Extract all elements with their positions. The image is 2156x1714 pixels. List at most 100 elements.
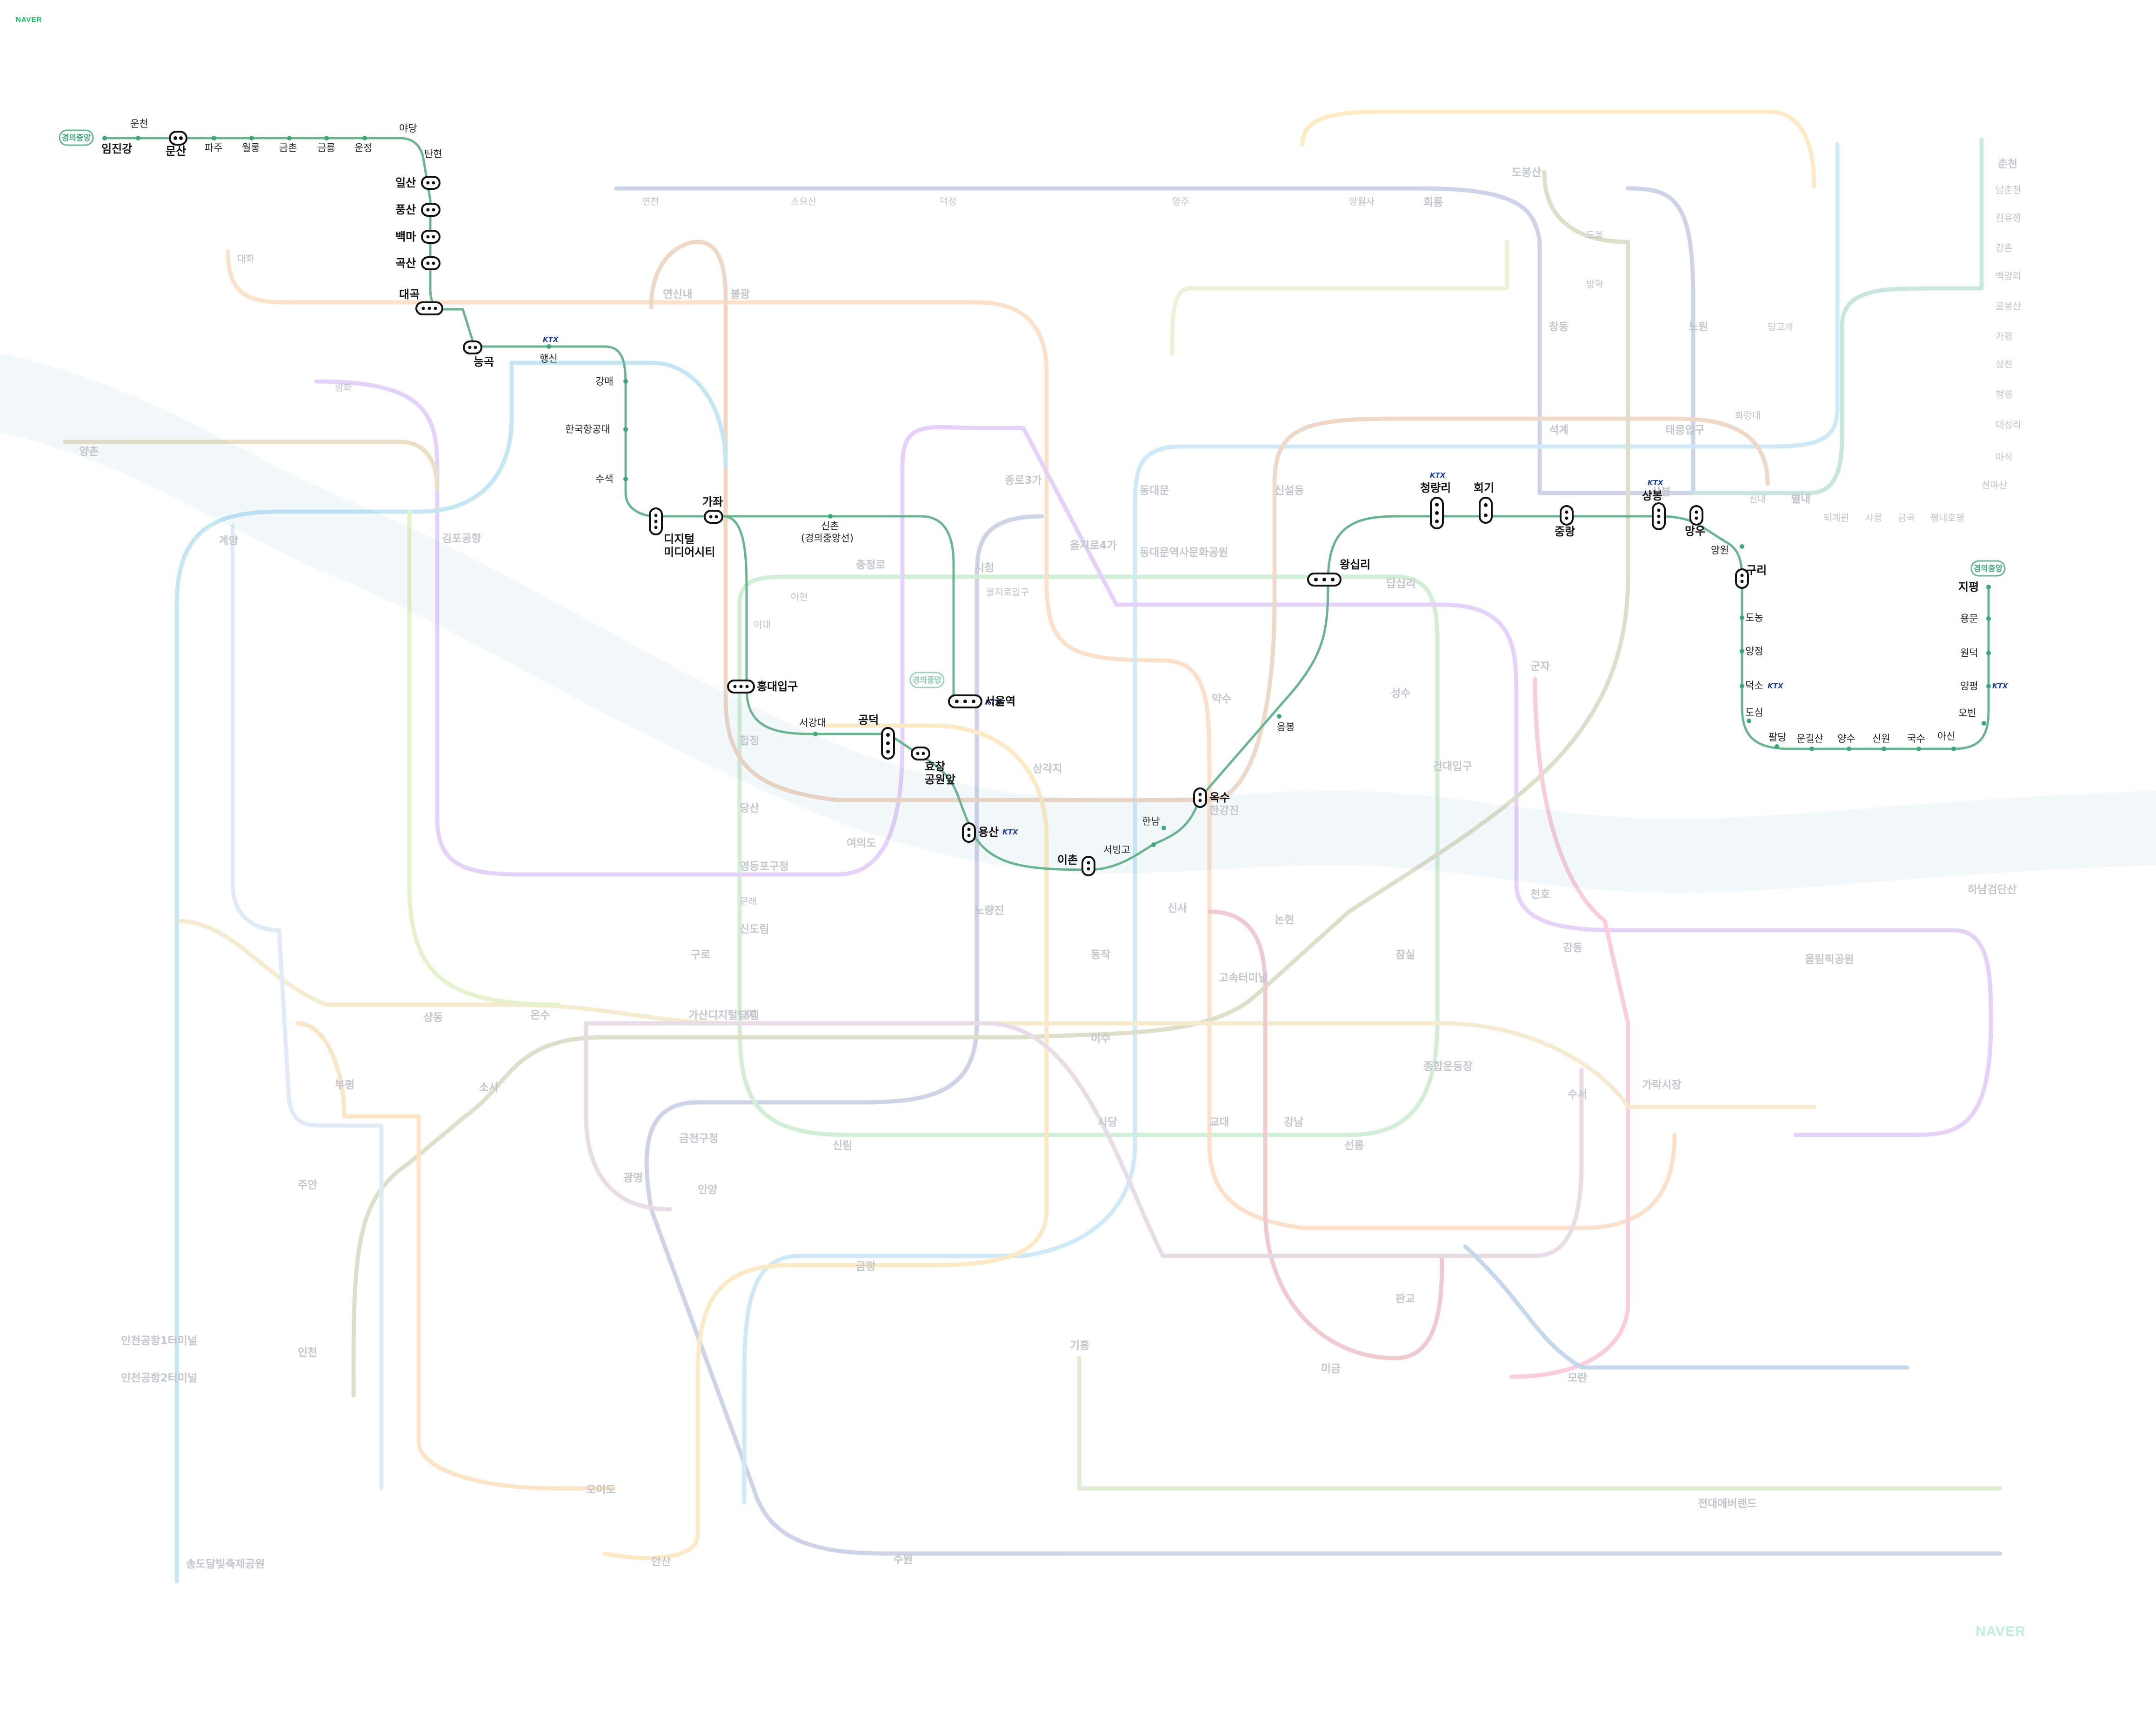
station-dot[interactable] (287, 136, 292, 140)
station-obin[interactable]: 오빈 (1958, 707, 1976, 719)
station-mangu[interactable]: 망우 (1685, 525, 1705, 538)
station-dot[interactable] (1809, 747, 1814, 751)
station-seogangdae[interactable]: 서강대 (799, 717, 826, 728)
transfer-mangu[interactable] (1689, 505, 1703, 526)
station-gajwa[interactable]: 가좌 (702, 495, 723, 508)
station-seoul[interactable]: 서울역 (985, 695, 1015, 708)
station-dot[interactable] (1277, 714, 1282, 719)
station-munsan[interactable]: 문산 (166, 145, 186, 158)
station-dot[interactable] (1982, 721, 1986, 726)
station-baengma[interactable]: 백마 (395, 230, 416, 243)
station-hannam[interactable]: 한남 (1142, 816, 1160, 827)
station-dot[interactable] (547, 344, 551, 349)
transfer-gongdeok[interactable] (881, 727, 895, 760)
station-sinchon-line2[interactable]: (경의중앙선) (801, 533, 854, 544)
transfer-seoul[interactable] (948, 694, 982, 708)
station-yangjeong[interactable]: 양정 (1745, 646, 1763, 657)
station-geumneung[interactable]: 금릉 (317, 142, 335, 153)
station-dot[interactable] (1951, 747, 1956, 751)
station-neunggok[interactable]: 능곡 (474, 355, 494, 368)
transfer-pungsan[interactable] (421, 203, 441, 217)
station-imjingang[interactable]: 임진강 (101, 142, 132, 155)
station-yangsu[interactable]: 양수 (1837, 733, 1856, 744)
station-dot[interactable] (1986, 585, 1991, 589)
station-dot[interactable] (136, 136, 140, 140)
transfer-daegok[interactable] (415, 301, 443, 315)
station-dot[interactable] (1882, 747, 1886, 751)
station-hongdae[interactable]: 홍대입구 (757, 680, 798, 693)
transfer-ilsan[interactable] (421, 176, 441, 190)
station-oksu[interactable]: 옥수 (1209, 791, 1230, 804)
station-eungbong[interactable]: 응봉 (1277, 721, 1295, 733)
station-pungsan[interactable]: 풍산 (395, 203, 416, 216)
station-dot[interactable] (1747, 719, 1751, 723)
station-dot[interactable] (1986, 684, 1991, 688)
station-dot[interactable] (212, 136, 216, 140)
transfer-oksu[interactable] (1193, 787, 1207, 808)
station-dot[interactable] (1847, 747, 1851, 751)
station-dmc-line2[interactable]: 미디어시티 (664, 546, 715, 559)
station-jungnang[interactable]: 중랑 (1555, 525, 1575, 538)
station-haengsin[interactable]: 행신 (540, 353, 558, 364)
station-wollong[interactable]: 월롱 (242, 142, 260, 153)
transfer-sangbong[interactable] (1652, 502, 1666, 530)
transfer-gajwa[interactable] (704, 510, 723, 524)
station-paldang[interactable]: 팔당 (1769, 732, 1787, 743)
station-dot[interactable] (1740, 684, 1744, 688)
station-wangsimni[interactable]: 왕십리 (1340, 558, 1370, 571)
station-cheongnyangni[interactable]: 청량리 (1420, 481, 1451, 494)
station-yangpyeong[interactable]: 양평 (1960, 680, 1978, 692)
transfer-yongsan[interactable] (962, 822, 976, 843)
station-dot[interactable] (1986, 651, 1991, 655)
station-deokso[interactable]: 덕소 (1745, 680, 1763, 691)
transfer-guri[interactable] (1735, 568, 1749, 589)
station-yongsan[interactable]: 용산 (978, 826, 999, 839)
station-unjeong[interactable]: 운정 (354, 142, 373, 153)
station-dot[interactable] (362, 136, 367, 140)
station-dot[interactable] (813, 732, 818, 736)
station-asin[interactable]: 아신 (1937, 731, 1956, 742)
station-dot[interactable] (1151, 842, 1156, 847)
station-gangmae[interactable]: 강매 (595, 376, 614, 387)
station-guksu[interactable]: 국수 (1907, 733, 1925, 744)
station-dot[interactable] (1740, 649, 1744, 654)
station-dot[interactable] (1775, 744, 1779, 749)
station-tanhyeon[interactable]: 탄현 (424, 148, 442, 160)
transfer-baengma[interactable] (421, 230, 441, 244)
station-ungilsan[interactable]: 운길산 (1796, 733, 1823, 744)
station-gongdeok[interactable]: 공덕 (858, 714, 879, 727)
station-dot[interactable] (102, 136, 107, 140)
station-guri[interactable]: 구리 (1746, 564, 1767, 577)
station-daegok[interactable]: 대곡 (399, 288, 420, 301)
transfer-munsan[interactable] (169, 131, 187, 146)
station-dot[interactable] (1740, 615, 1744, 620)
station-donong[interactable]: 도농 (1745, 612, 1763, 623)
station-sangbong[interactable]: 상봉 (1642, 489, 1662, 502)
station-yadang[interactable]: 야당 (399, 123, 417, 134)
station-hoegi[interactable]: 회기 (1474, 481, 1494, 494)
station-sinwon[interactable]: 신원 (1872, 733, 1890, 744)
transfer-ichon[interactable] (1081, 856, 1095, 876)
station-dot[interactable] (324, 136, 329, 140)
station-dot[interactable] (828, 514, 833, 519)
station-goksan[interactable]: 곡산 (395, 257, 416, 270)
station-sinchon-line1[interactable]: 신촌 (821, 520, 839, 532)
station-hyochang-line1[interactable]: 효창 (925, 760, 945, 773)
station-dot[interactable] (1740, 544, 1744, 549)
station-uncheon[interactable]: 운천 (130, 118, 148, 129)
station-dot[interactable] (1986, 616, 1991, 621)
station-dot[interactable] (1916, 747, 1921, 751)
station-hyochang-line2[interactable]: 공원앞 (925, 773, 955, 786)
transfer-wangsimni[interactable] (1307, 573, 1342, 587)
station-geumchon[interactable]: 금촌 (279, 142, 297, 153)
transfer-cheongnyangni[interactable] (1430, 497, 1444, 529)
transfer-jungnang[interactable] (1560, 505, 1574, 526)
station-yangwon[interactable]: 양원 (1711, 545, 1729, 556)
station-dot[interactable] (623, 379, 628, 384)
transfer-hoegi[interactable] (1479, 497, 1493, 524)
transfer-dmc[interactable] (649, 507, 663, 535)
station-paju[interactable]: 파주 (205, 142, 223, 153)
station-ichon[interactable]: 이촌 (1057, 854, 1078, 867)
transfer-goksan[interactable] (421, 256, 441, 270)
